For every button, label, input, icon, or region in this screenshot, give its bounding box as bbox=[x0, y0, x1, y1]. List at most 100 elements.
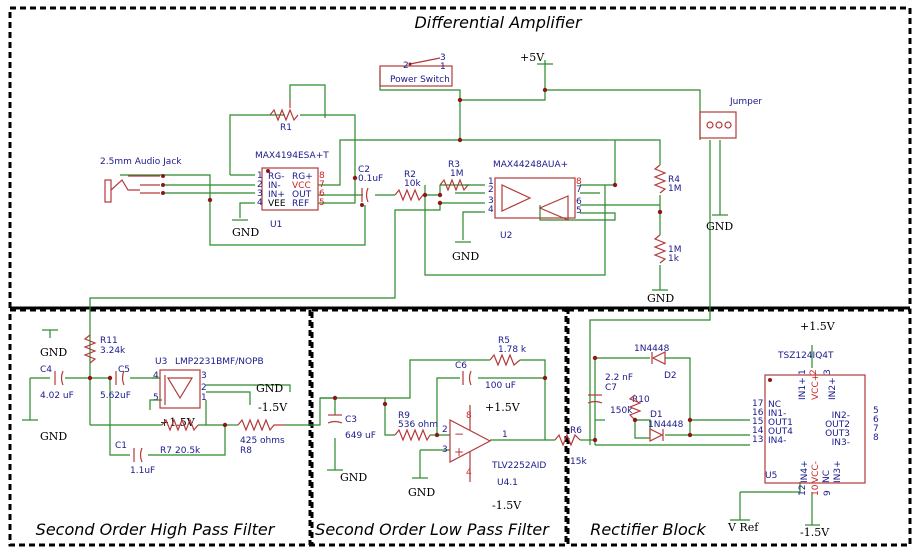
jumper: Jumper bbox=[699, 97, 762, 139]
resistor-r2: R2 10k bbox=[394, 170, 424, 202]
u5-part: TSZ124IQ4T bbox=[777, 351, 834, 361]
r4-label: R4 bbox=[668, 175, 680, 185]
u3-num-5: 5 bbox=[153, 393, 159, 403]
section-title-lowpass: Second Order Low Pass Filter bbox=[315, 520, 550, 539]
rect-minus1v5: -1.5V bbox=[800, 526, 830, 539]
capacitor-c5: C5 5.62uF bbox=[100, 365, 131, 401]
u1-num-l2: 2 bbox=[257, 180, 263, 190]
gnd-c3-label: GND bbox=[340, 471, 367, 484]
u5-right-num-2: 7 bbox=[873, 424, 879, 434]
u4-num-1: 1 bbox=[502, 430, 508, 440]
supply-plus5v: +5V bbox=[520, 51, 553, 65]
section-title-rectifier: Rectifier Block bbox=[590, 520, 706, 539]
u1-pin-r1: RG+ bbox=[292, 172, 313, 182]
u3-part: LMP2231BMF/NOPB bbox=[175, 357, 264, 367]
resistor-r1: R1 bbox=[269, 100, 299, 133]
gnd-hp-left-label: GND bbox=[40, 430, 67, 443]
rectifier-supplies: V Ref -1.5V bbox=[727, 519, 830, 539]
gnd-jumper-label: GND bbox=[706, 220, 733, 233]
r1-label: R1 bbox=[280, 123, 292, 133]
r9-value: 536 ohm bbox=[398, 420, 438, 430]
r-lower-label: 1M bbox=[668, 245, 682, 255]
ic-u1: MAX4194ESA+T RG- IN- IN+ VEE RG+ VCC OUT… bbox=[255, 151, 329, 230]
gnd-u2: GND bbox=[452, 241, 479, 263]
u2-num-r2: 7 bbox=[576, 185, 582, 195]
u2-num-l2: 2 bbox=[488, 185, 494, 195]
u5-top-pin-2: IN2+ bbox=[828, 377, 838, 400]
u1-pin-r2: VCC bbox=[292, 181, 311, 191]
u5-top-pin-0: IN1+ bbox=[798, 377, 808, 400]
resistor-r5: R5 1.78 k bbox=[489, 336, 527, 367]
r10-label: R10 bbox=[632, 395, 650, 405]
r6-value: 15k bbox=[570, 457, 587, 467]
gnd-u4-label: GND bbox=[408, 486, 435, 499]
d1-part: 1N4448 bbox=[648, 420, 684, 430]
u4-minus: − bbox=[454, 427, 464, 441]
u5-left-pin-0: NC bbox=[768, 400, 781, 410]
section-title-differential: Differential Amplifier bbox=[414, 13, 583, 32]
u2-num-r3: 6 bbox=[576, 197, 582, 207]
u2-part: MAX44248AUA+ bbox=[493, 160, 568, 170]
r7-label: R7 bbox=[160, 446, 172, 456]
gnd-hp-top: GND bbox=[40, 329, 67, 359]
border-highpass bbox=[8, 308, 312, 547]
u5-top-num-1: 2 bbox=[809, 369, 819, 375]
section-borders bbox=[8, 6, 912, 547]
plus5v-label: +5V bbox=[520, 51, 545, 64]
gnd-hp-u3-label: GND bbox=[256, 382, 283, 395]
border-rectifier bbox=[566, 308, 912, 547]
u5-ref: U5 bbox=[765, 471, 777, 481]
resistor-lower: 1M 1k bbox=[653, 234, 682, 264]
audio-jack-label: 2.5mm Audio Jack bbox=[100, 157, 182, 167]
u5-left-pin-4: IN4- bbox=[768, 436, 786, 446]
u5-bottom-num-2: 9 bbox=[823, 490, 833, 496]
r11-label: R11 bbox=[100, 336, 118, 346]
c6-value: 100 uF bbox=[485, 381, 516, 391]
capacitor-c4: C4 4.02 uF bbox=[40, 365, 74, 401]
u4-plus: + bbox=[454, 445, 464, 459]
u2-num-l3: 3 bbox=[488, 196, 494, 206]
r3-value: 1M bbox=[450, 169, 464, 179]
u5-right-pin-3: IN3- bbox=[832, 438, 850, 448]
resistor-r11: R11 3.24k bbox=[83, 334, 126, 364]
border-lowpass bbox=[310, 308, 568, 547]
rect-junctions bbox=[592, 355, 693, 443]
r7-value: 20.5k bbox=[175, 446, 201, 456]
u5-left-pin-2: OUT1 bbox=[768, 418, 793, 428]
switch-pin-3: 3 bbox=[440, 53, 446, 63]
gnd-hp-top-label: GND bbox=[40, 346, 67, 359]
u4-num-8: 8 bbox=[466, 411, 472, 421]
gnd-u4: GND bbox=[408, 477, 435, 499]
u5-right-pin-2: OUT3 bbox=[825, 429, 850, 439]
jumper-label: Jumper bbox=[729, 97, 762, 107]
r5-label: R5 bbox=[498, 336, 510, 346]
vref-label: V Ref bbox=[727, 521, 759, 534]
supply-hp: GND -1.5V bbox=[256, 382, 288, 414]
u5-right-num-1: 6 bbox=[873, 415, 879, 425]
u5-bottom-num-1: 10 bbox=[811, 484, 821, 496]
u1-num-l4: 4 bbox=[257, 198, 263, 208]
u5-bottom-num-0: 12 bbox=[798, 485, 808, 496]
r-lower-value: 1k bbox=[668, 254, 680, 264]
gnd-c3: GND bbox=[327, 469, 367, 484]
u5-bottom-pin-3: IN3+ bbox=[833, 460, 843, 483]
resistor-r4: R4 1M bbox=[653, 164, 682, 214]
u2-num-r4: 5 bbox=[576, 206, 582, 216]
r2-value: 10k bbox=[404, 179, 421, 189]
r5-value: 1.78 k bbox=[498, 345, 527, 355]
gnd-hp-left: GND bbox=[22, 419, 67, 443]
diff-wires bbox=[89, 60, 721, 445]
r8-value: 425 ohms bbox=[240, 436, 285, 446]
u5-top-num-0: 1 bbox=[798, 369, 808, 375]
u2-num-l4: 4 bbox=[488, 205, 494, 215]
r9-label: R9 bbox=[398, 411, 410, 421]
gnd-diff-right: GND bbox=[647, 289, 674, 305]
c2-value: 0.1uF bbox=[358, 174, 383, 184]
highpass-wires bbox=[29, 330, 335, 456]
capacitor-c3: C3 649 uF bbox=[327, 414, 376, 441]
power-switch-label: Power Switch bbox=[390, 75, 450, 85]
d2-label: D2 bbox=[664, 371, 677, 381]
opamp-u4: − + 8 2 3 1 4 TLV2252AID U4.1 +1.5V -1.5… bbox=[442, 401, 546, 512]
u3-num-2: 2 bbox=[201, 383, 207, 393]
